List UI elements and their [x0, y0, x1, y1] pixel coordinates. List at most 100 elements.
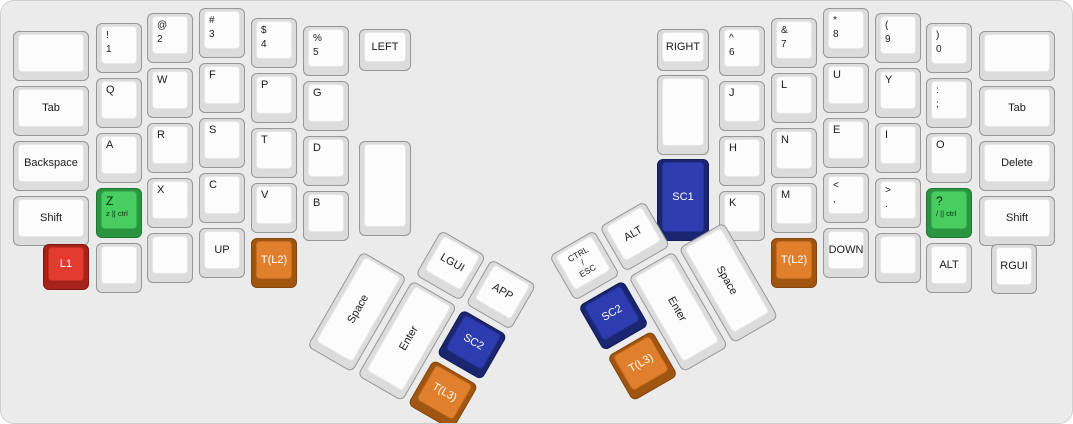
key-4-cap: $4: [256, 21, 292, 59]
key-p[interactable]: P: [251, 73, 297, 123]
key-left[interactable]: LEFT: [359, 29, 411, 71]
key-8[interactable]: *8: [823, 8, 869, 58]
key-2[interactable]: @2: [147, 13, 193, 63]
key-blank-right-tall[interactable]: [657, 75, 709, 155]
key-right[interactable]: RIGHT: [657, 29, 709, 71]
key-s-label: S: [209, 124, 217, 136]
key-q[interactable]: Q: [96, 78, 142, 128]
key-4[interactable]: $4: [251, 18, 297, 68]
key-0[interactable]: )0: [926, 23, 972, 73]
key-tl2-right[interactable]: T(L2): [771, 238, 817, 288]
key-blank-right-row5[interactable]: [875, 233, 921, 283]
key-semicolon[interactable]: :;: [926, 78, 972, 128]
key-a[interactable]: A: [96, 133, 142, 183]
key-r-cap: R: [152, 126, 188, 164]
key-down[interactable]: DOWN: [823, 228, 869, 278]
key-r[interactable]: R: [147, 123, 193, 173]
key-7[interactable]: &7: [771, 18, 817, 68]
key-i-cap: I: [880, 126, 916, 164]
key-y[interactable]: Y: [875, 68, 921, 118]
key-i-label: I: [885, 129, 889, 141]
key-alt-thumb-cap: ALT: [605, 206, 662, 262]
key-3-cap: #3: [204, 11, 240, 49]
key-sc2-right-label: SC2: [599, 302, 625, 324]
key-sc2-right-cap: SC2: [583, 285, 641, 341]
key-alt-right-cap: ALT: [931, 246, 967, 284]
key-v-cap: V: [256, 186, 292, 224]
key-5[interactable]: %5: [303, 26, 349, 76]
key-lgui-cap: LGUI: [424, 235, 481, 291]
key-j[interactable]: J: [719, 81, 765, 131]
key-tl2-left-label: T(L2): [260, 254, 288, 266]
key-d-label: D: [313, 142, 321, 154]
key-slash[interactable]: ?/ || ctrl: [926, 188, 972, 238]
key-w[interactable]: W: [147, 68, 193, 118]
key-lgui-label: LGUI: [438, 251, 467, 275]
key-c[interactable]: C: [199, 173, 245, 223]
key-up[interactable]: UP: [199, 228, 245, 278]
key-w-label: W: [157, 74, 168, 86]
key-b[interactable]: B: [303, 191, 349, 241]
key-h[interactable]: H: [719, 136, 765, 186]
key-semicolon-cap: :;: [931, 81, 967, 119]
key-blank-left-tall[interactable]: [359, 141, 411, 236]
key-f[interactable]: F: [199, 63, 245, 113]
key-b-cap: B: [308, 194, 344, 232]
key-q-cap: Q: [101, 81, 137, 119]
key-l[interactable]: L: [771, 73, 817, 123]
key-alt-right[interactable]: ALT: [926, 243, 972, 293]
key-l1[interactable]: L1: [43, 244, 89, 290]
key-period[interactable]: >.: [875, 178, 921, 228]
key-x[interactable]: X: [147, 178, 193, 228]
key-n[interactable]: N: [771, 128, 817, 178]
key-7-cap: &7: [776, 21, 812, 59]
key-rgui[interactable]: RGUI: [991, 244, 1037, 294]
key-t[interactable]: T: [251, 128, 297, 178]
key-y-cap: Y: [880, 71, 916, 109]
key-3-label: #3: [209, 15, 215, 40]
key-blank-top-right[interactable]: [979, 31, 1055, 81]
key-e-label: E: [833, 124, 841, 136]
key-g[interactable]: G: [303, 81, 349, 131]
key-slash-label: ?/ || ctrl: [936, 194, 957, 218]
key-1[interactable]: !1: [96, 23, 142, 73]
key-blank-left-row5b[interactable]: [147, 233, 193, 283]
key-blank-left-row5a[interactable]: [96, 243, 142, 293]
key-backspace[interactable]: Backspace: [13, 141, 89, 191]
key-period-cap: >.: [880, 181, 916, 219]
key-5-cap: %5: [308, 29, 344, 67]
key-delete[interactable]: Delete: [979, 141, 1055, 191]
key-k-cap: K: [724, 194, 760, 232]
key-v[interactable]: V: [251, 183, 297, 233]
key-backspace-label: Backspace: [24, 157, 78, 169]
key-blank-top-left[interactable]: [13, 31, 89, 81]
key-comma-label: <,: [833, 180, 839, 205]
key-sc1[interactable]: SC1: [657, 159, 709, 241]
key-9[interactable]: (9: [875, 13, 921, 63]
key-tl2-left[interactable]: T(L2): [251, 238, 297, 288]
key-s[interactable]: S: [199, 118, 245, 168]
key-m[interactable]: M: [771, 183, 817, 233]
key-o[interactable]: O: [926, 133, 972, 183]
key-i[interactable]: I: [875, 123, 921, 173]
key-sc2-left-cap: SC2: [445, 314, 502, 370]
key-shift-right[interactable]: Shift: [979, 196, 1055, 246]
key-n-label: N: [781, 134, 789, 146]
key-9-cap: (9: [880, 16, 916, 54]
key-tab-left[interactable]: Tab: [13, 86, 89, 136]
key-e[interactable]: E: [823, 118, 869, 168]
key-period-label: >.: [885, 185, 891, 210]
key-3[interactable]: #3: [199, 8, 245, 58]
key-shift-left[interactable]: Shift: [13, 196, 89, 246]
key-6[interactable]: ^6: [719, 26, 765, 76]
key-4-label: $4: [261, 25, 267, 50]
key-tab-right[interactable]: Tab: [979, 86, 1055, 136]
key-right-label: RIGHT: [665, 41, 701, 53]
key-d[interactable]: D: [303, 136, 349, 186]
key-o-cap: O: [931, 136, 967, 174]
key-delete-cap: Delete: [984, 144, 1050, 182]
key-u[interactable]: U: [823, 63, 869, 113]
key-comma[interactable]: <,: [823, 173, 869, 223]
